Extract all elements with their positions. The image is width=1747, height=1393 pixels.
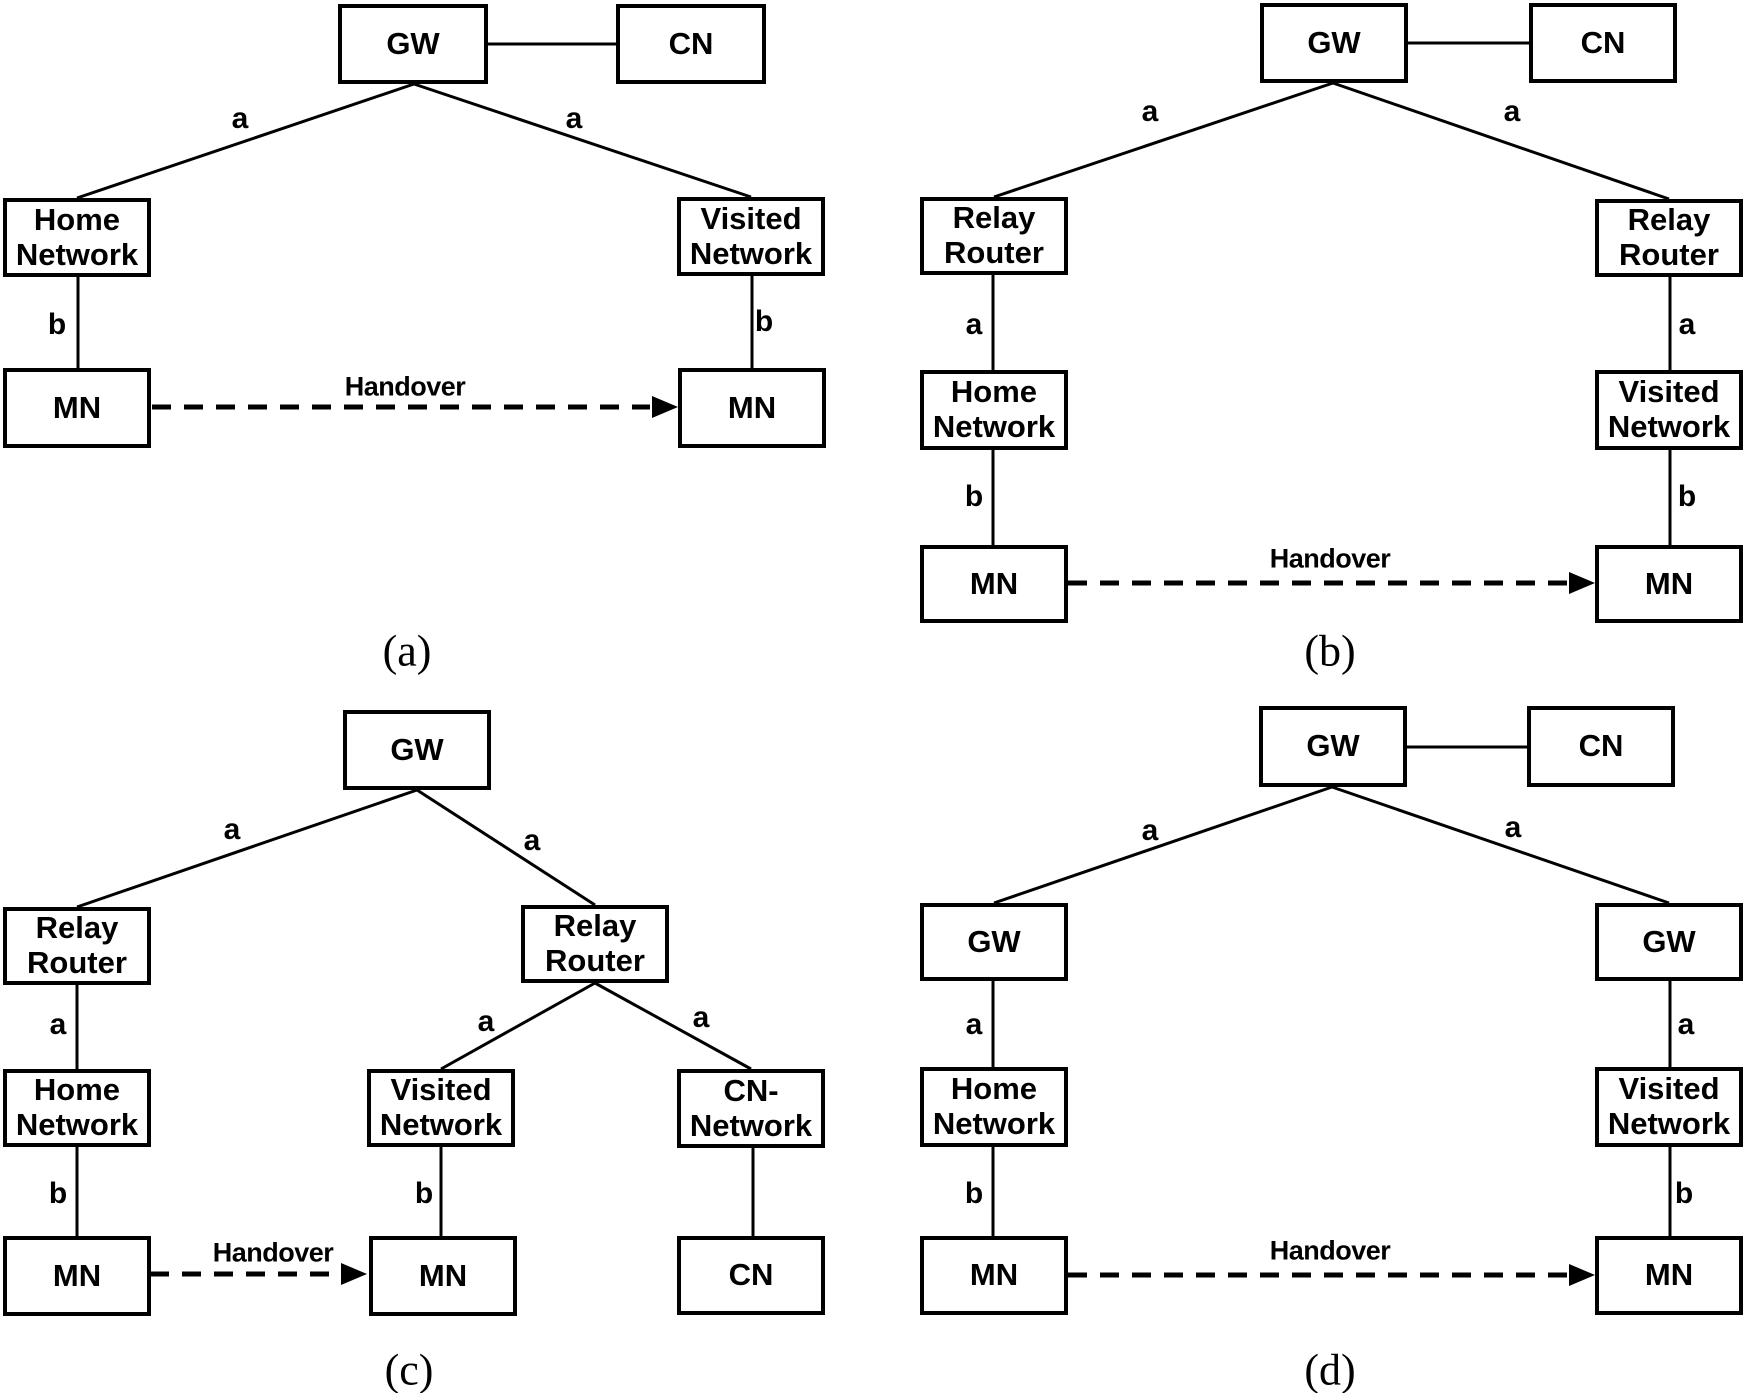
edge-gw-home-a	[76, 82, 415, 200]
edge-gw-visited-a	[413, 82, 752, 199]
node-home-network-b: Home Network	[920, 370, 1068, 450]
edge-label-c-gw-relay-right: a	[523, 824, 541, 857]
edge-gw-relay-visited-b	[1332, 81, 1670, 201]
edge-label-d-home-mn: b	[964, 1177, 984, 1210]
edge-core-gw-home-d	[993, 785, 1333, 905]
node-mn-visited-a: MN	[678, 368, 826, 448]
node-mn-visited-b: MN	[1595, 545, 1743, 623]
node-cn-b: CN	[1529, 3, 1677, 83]
edge-label-c-gw-relay-home: a	[223, 813, 241, 846]
node-visited-network-b: Visited Network	[1595, 370, 1743, 450]
node-home-network-d: Home Network	[920, 1067, 1068, 1147]
edge-label-b-home-mn: b	[964, 480, 984, 513]
edge-label-c-relay-home: a	[49, 1008, 67, 1041]
node-home-network-a: Home Network	[3, 198, 151, 277]
edge-gw-relay-right-c	[416, 788, 596, 907]
handover-label-a: Handover	[344, 371, 466, 402]
handover-label-b: Handover	[1269, 543, 1391, 574]
edge-label-d-core-gw-visited: a	[1504, 811, 1522, 844]
edge-gw-relay-home-c	[76, 788, 418, 909]
handover-label-d: Handover	[1269, 1235, 1391, 1266]
node-relay-router-right-b: Relay Router	[1595, 199, 1743, 277]
node-gw-c: GW	[343, 710, 491, 790]
node-mn-visited-d: MN	[1595, 1236, 1743, 1315]
edge-gw-relay-home-b	[993, 81, 1334, 199]
node-home-network-c: Home Network	[3, 1069, 151, 1147]
edge-core-gw-visited-d	[1331, 785, 1670, 905]
edge-label-b-gw-relay-home: a	[1141, 95, 1159, 128]
node-mn-home-a: MN	[3, 368, 151, 448]
node-relay-router-left-c: Relay Router	[3, 907, 151, 985]
edge-label-c-visited-mn: b	[414, 1177, 434, 1210]
handover-arrowhead-icon-b	[1569, 572, 1595, 594]
node-gw-b: GW	[1260, 3, 1408, 83]
node-gw-core-d: GW	[1259, 706, 1407, 787]
panel-caption-b: (b)	[1304, 626, 1356, 676]
edge-label-c-home-mn: b	[48, 1177, 68, 1210]
edge-label-d-core-gw-home: a	[1141, 814, 1159, 847]
node-mn-home-b: MN	[920, 545, 1068, 623]
edge-label-c-relay-cn-network: a	[692, 1001, 710, 1034]
edge-label-d-gw-visited-net: a	[1677, 1008, 1695, 1041]
panel-caption-c: (c)	[384, 1345, 434, 1393]
edge-label-b-relay-home: a	[965, 308, 983, 341]
edge-label-c-relay-visited: a	[477, 1005, 495, 1038]
node-relay-router-left-b: Relay Router	[920, 197, 1068, 275]
node-gw-a: GW	[338, 4, 488, 84]
node-mn-visited-c: MN	[369, 1236, 517, 1316]
edge-label-b-relay-visited: a	[1678, 308, 1696, 341]
edge-label-a-home-mn: b	[47, 308, 67, 341]
edge-relay-cn-network-c	[594, 981, 752, 1071]
edge-label-b-visited-mn: b	[1677, 480, 1697, 513]
node-visited-network-c: Visited Network	[367, 1069, 515, 1147]
edge-label-a-gw-home: a	[231, 102, 249, 135]
node-relay-router-right-c: Relay Router	[521, 905, 669, 983]
handover-arrowhead-icon-a	[652, 396, 678, 418]
handover-arrowhead-icon-c	[341, 1263, 367, 1285]
edge-relay-visited-c	[440, 981, 596, 1071]
node-cn-d: CN	[1527, 706, 1675, 787]
node-cn-network-c: CN-Network	[677, 1069, 825, 1148]
node-mn-home-d: MN	[920, 1236, 1068, 1315]
node-visited-network-d: Visited Network	[1595, 1067, 1743, 1147]
node-gw-left-d: GW	[920, 903, 1068, 981]
edge-label-a-gw-visited: a	[565, 102, 583, 135]
edge-label-a-visited-mn: b	[754, 305, 774, 338]
node-cn-a: CN	[616, 4, 766, 84]
handover-label-c: Handover	[212, 1237, 334, 1268]
node-mn-home-c: MN	[3, 1236, 151, 1316]
panel-caption-d: (d)	[1304, 1345, 1356, 1393]
panel-caption-a: (a)	[382, 626, 432, 676]
edge-label-d-visited-mn: b	[1674, 1177, 1694, 1210]
node-visited-network-a: Visited Network	[677, 197, 825, 276]
edge-label-b-gw-relay-visited: a	[1503, 95, 1521, 128]
node-gw-right-d: GW	[1595, 903, 1743, 981]
handover-arrowhead-icon-d	[1569, 1264, 1595, 1286]
edge-label-d-gw-home-net: a	[965, 1008, 983, 1041]
node-cn-c: CN	[677, 1236, 825, 1315]
